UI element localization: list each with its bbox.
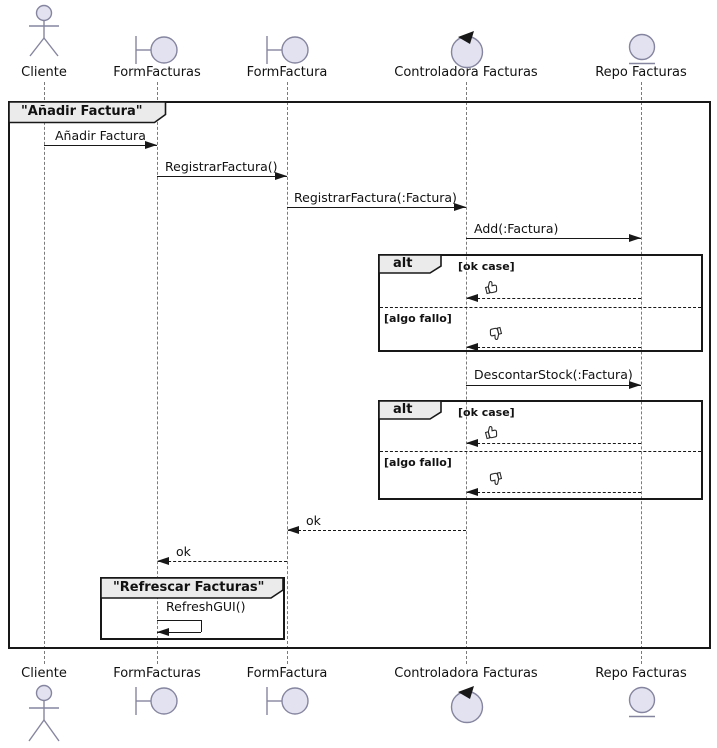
participant-label-repo-bottom: Repo Facturas — [595, 666, 687, 681]
frame-anadir-factura: "Añadir Factura" — [8, 101, 711, 649]
message-label: Add(:Factura) — [474, 221, 559, 236]
participant-label-controladora: Controladora Facturas — [394, 65, 538, 80]
control-icon — [450, 31, 484, 69]
participant-label-formfacturas: FormFacturas — [113, 65, 201, 80]
control-icon — [450, 686, 484, 724]
guard-ok-case: [ok case] — [458, 406, 515, 419]
arrowhead-left-icon — [466, 438, 478, 447]
group-title: "Refrescar Facturas" — [113, 580, 265, 595]
arrowhead-right-icon — [629, 380, 641, 389]
alt-operator-tab — [378, 400, 442, 420]
frame-title: "Añadir Factura" — [21, 104, 143, 119]
return-line — [467, 347, 641, 348]
arrowhead-left-icon — [466, 293, 478, 302]
participant-label-formfactura-bottom: FormFactura — [246, 666, 328, 681]
alt-divider — [380, 451, 701, 452]
alt-fragment-1: alt [ok case] [algo fallo] — [378, 254, 703, 352]
thumbs-up-icon — [484, 280, 498, 295]
arrowhead-left-icon — [466, 487, 478, 496]
message-label: RegistrarFactura(:Factura) — [294, 190, 457, 205]
message-label: ok — [176, 544, 191, 559]
alt-divider — [380, 307, 701, 308]
frame-title-tab — [8, 101, 167, 124]
alt-operator: alt — [393, 256, 413, 271]
participant-label-formfactura: FormFactura — [246, 65, 328, 80]
self-message-line-side — [201, 620, 202, 632]
actor-icon — [29, 4, 59, 57]
boundary-icon — [135, 36, 178, 64]
participant-label-repo: Repo Facturas — [595, 65, 687, 80]
guard-ok-case: [ok case] — [458, 260, 515, 273]
message-line — [287, 207, 466, 208]
alt-operator-tab — [378, 254, 442, 274]
alt-fragment-2: alt [ok case] [algo fallo] — [378, 400, 703, 500]
message-label: ok — [306, 513, 321, 528]
arrowhead-left-icon — [466, 342, 478, 351]
message-line — [466, 385, 641, 386]
group-title-tab — [100, 577, 284, 599]
participant-label-controladora-bottom: Controladora Facturas — [394, 666, 538, 681]
participant-label-cliente-bottom: Cliente — [21, 666, 67, 681]
message-line — [157, 176, 287, 177]
message-label: RefreshGUI() — [166, 599, 246, 614]
self-message-line-top — [157, 620, 201, 621]
arrowhead-right-icon — [275, 171, 287, 180]
arrowhead-left-icon — [287, 525, 299, 534]
return-line — [467, 298, 641, 299]
entity-icon — [628, 686, 656, 718]
message-label: RegistrarFactura() — [165, 159, 278, 174]
actor-icon — [28, 684, 60, 742]
arrowhead-right-icon — [454, 202, 466, 211]
boundary-icon — [266, 36, 309, 64]
guard-algo-fallo: [algo fallo] — [384, 312, 452, 325]
message-line — [44, 145, 157, 146]
participant-label-formfacturas-bottom: FormFacturas — [113, 666, 201, 681]
boundary-icon — [135, 687, 178, 715]
return-line — [467, 492, 641, 493]
message-line — [158, 561, 287, 562]
lifeline-repo — [641, 82, 642, 664]
thumbs-up-icon — [484, 425, 498, 440]
boundary-icon — [266, 687, 309, 715]
lifeline-formfacturas — [157, 82, 158, 664]
thumbs-down-icon — [489, 326, 503, 341]
return-line — [467, 443, 641, 444]
lifeline-cliente — [44, 82, 45, 664]
arrowhead-right-icon — [629, 233, 641, 242]
arrowhead-right-icon — [145, 140, 157, 149]
arrowhead-left-icon — [157, 556, 169, 565]
alt-operator: alt — [393, 402, 413, 417]
message-label: DescontarStock(:Factura) — [474, 367, 633, 382]
message-line — [288, 530, 466, 531]
participant-label-cliente: Cliente — [21, 65, 67, 80]
message-label: Añadir Factura — [55, 128, 146, 143]
arrowhead-left-icon — [157, 627, 169, 636]
group-refrescar-facturas: "Refrescar Facturas" RefreshGUI() — [100, 577, 285, 640]
self-message-line-bottom — [157, 632, 201, 633]
lifeline-formfactura — [287, 82, 288, 664]
lifeline-controladora — [466, 82, 467, 664]
thumbs-down-icon — [489, 471, 503, 486]
guard-algo-fallo: [algo fallo] — [384, 456, 452, 469]
entity-icon — [628, 33, 656, 65]
message-line — [466, 238, 641, 239]
